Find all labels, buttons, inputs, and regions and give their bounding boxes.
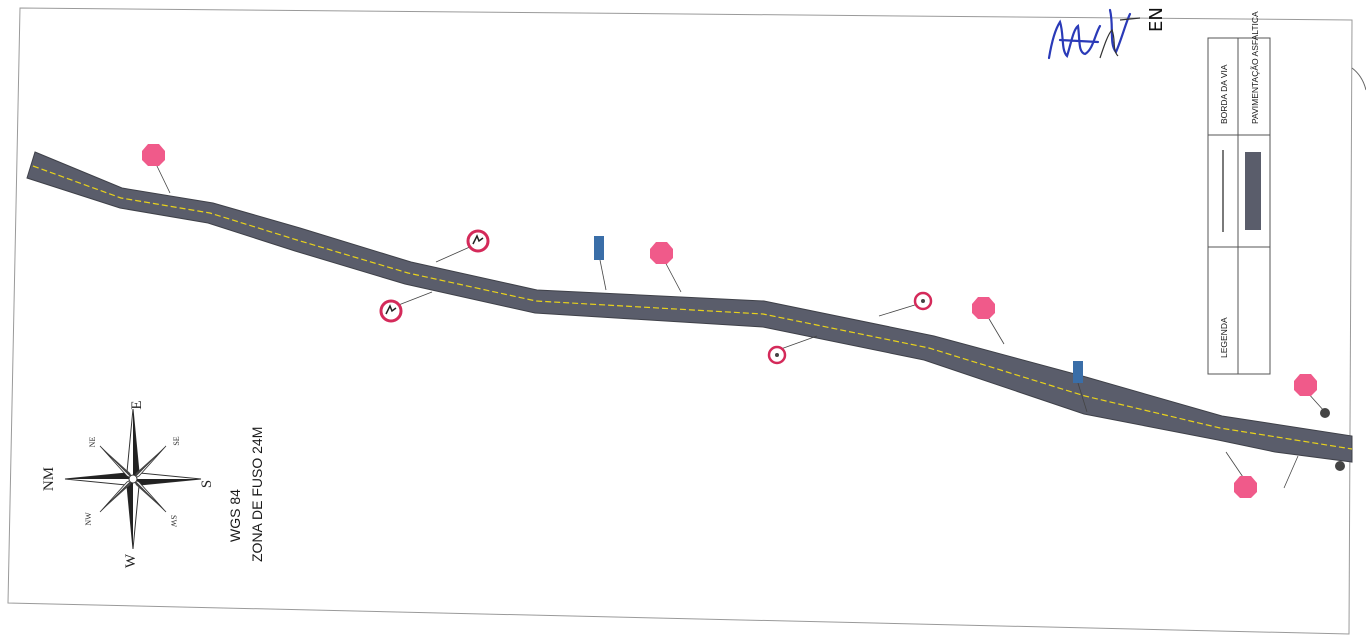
legend-item-label: PAVIMENTAÇÃO ASFALTICA [1250,11,1260,124]
signature-stamp-text: EN [1146,7,1167,32]
stop-signs [142,144,1317,498]
datum-block: WGS 84 ZONA DE FUSO 24M [227,427,265,562]
point-marker [1320,408,1330,418]
signature-block: EN [1047,7,1366,91]
legend-title: LEGENDA [1219,317,1229,358]
legend-item-label: BORDA DA VIA [1219,64,1229,124]
road-centerline [32,165,1353,450]
road [26,151,1353,463]
compass-label-se: SE [172,436,181,445]
marker-rect [594,236,604,260]
compass-label-w: W [123,553,139,568]
blue-markers [594,236,1083,383]
compass-label-s: S [199,480,215,488]
leader-lines [155,163,1326,489]
road-pavement [26,151,1353,463]
datum-line-1: WGS 84 [227,489,243,542]
marker-rect [1073,361,1083,383]
speed-limit-sign [767,345,787,365]
stop-sign [650,242,673,264]
compass-label-sw: SW [169,515,178,527]
legend: LEGENDA BORDA DA VIA PAVIMENTAÇÃO ASFALT… [1207,11,1271,375]
datum-line-2: ZONA DE FUSO 24M [249,427,265,562]
speed-limit-sign [913,291,933,311]
compass-label-n: NM [41,467,57,491]
stop-sign [972,297,995,319]
compass-label-nw: NW [84,512,93,526]
page-edge-mark [1351,67,1366,91]
handwritten-signature [1099,17,1141,59]
no-turn-sign [379,299,403,323]
compass-star [64,408,202,550]
compass-label-ne: NE [88,437,97,448]
stop-sign [1294,374,1317,396]
no-turn-sign [466,229,490,253]
stop-sign [1234,476,1257,498]
sheet-frame [7,7,1353,635]
point-markers [1320,408,1345,471]
regulatory-signs [379,229,933,365]
stop-sign [142,144,165,166]
legend-fill-symbol [1245,152,1261,230]
compass-label-e: E [129,400,145,409]
compass-rose: NM S E W NE SE SW NW [41,400,215,568]
point-marker [1335,461,1345,471]
